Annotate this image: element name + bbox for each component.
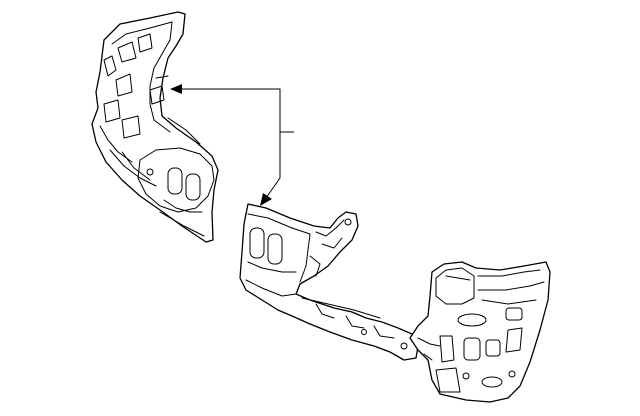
lower-right-panel	[409, 261, 551, 403]
arrowhead-upper	[170, 84, 182, 94]
center-bracket-panel	[239, 203, 419, 361]
leader-line-lower	[265, 132, 281, 199]
arrowhead-lower	[260, 193, 272, 206]
upper-left-panel	[91, 11, 219, 243]
callout-leader	[170, 84, 294, 206]
